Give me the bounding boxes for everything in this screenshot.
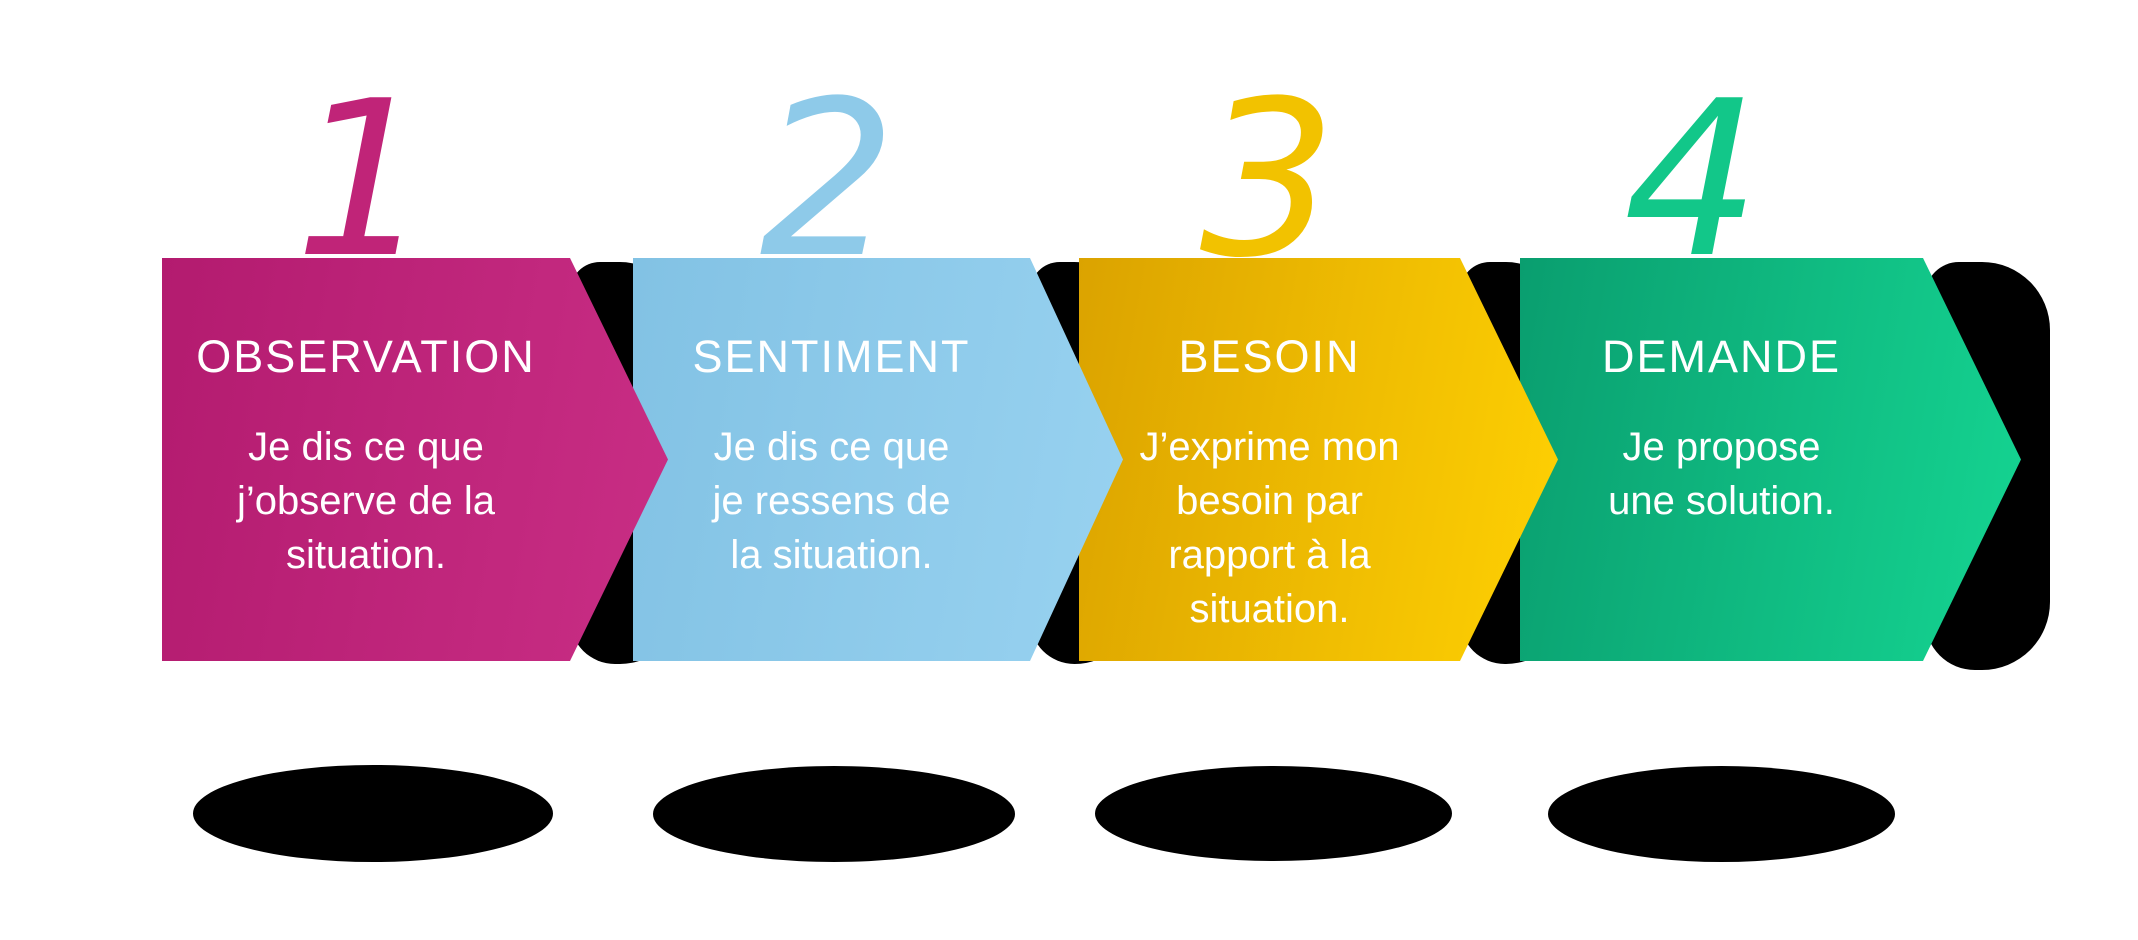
step-2-line-1: Je dis ce que xyxy=(713,425,950,469)
step-number-4: 4 xyxy=(1623,54,1761,305)
step-4-line-2: une solution. xyxy=(1608,479,1835,523)
step-2-labels: SENTIMENT Je dis ce que je ressens de la… xyxy=(633,258,1030,661)
ground-shadow-ellipse-3 xyxy=(1095,766,1452,861)
step-arrow-besoin: BESOIN J’exprime mon besoin par rapport … xyxy=(1079,258,1558,661)
step-number-3: 3 xyxy=(1199,54,1337,305)
step-3-description: J’exprime mon besoin par rapport à la si… xyxy=(1079,420,1460,636)
step-arrow-demande: DEMANDE Je propose une solution. xyxy=(1520,258,2021,661)
step-3-line-3: rapport à la xyxy=(1168,533,1371,577)
step-4-title: DEMANDE xyxy=(1601,331,1842,382)
step-3-labels: BESOIN J’exprime mon besoin par rapport … xyxy=(1079,258,1460,661)
step-2-description: Je dis ce que je ressens de la situation… xyxy=(633,420,1030,582)
step-2-line-3: la situation. xyxy=(730,533,933,577)
step-4-description: Je propose une solution. xyxy=(1520,420,1923,528)
step-4-line-1: Je propose xyxy=(1622,425,1821,469)
step-3-line-4: situation. xyxy=(1189,587,1350,631)
step-1-line-1: Je dis ce que xyxy=(248,425,484,469)
step-3-title: BESOIN xyxy=(1178,331,1361,382)
step-1-labels: OBSERVATION Je dis ce que j’observe de l… xyxy=(162,258,570,661)
step-number-1: 1 xyxy=(294,54,432,305)
step-arrow-sentiment: SENTIMENT Je dis ce que je ressens de la… xyxy=(633,258,1123,661)
step-3-line-2: besoin par xyxy=(1176,479,1363,523)
ground-shadow-ellipse-2 xyxy=(653,766,1015,862)
step-3-line-1: J’exprime mon xyxy=(1139,425,1400,469)
step-1-line-3: situation. xyxy=(285,533,447,577)
ground-shadow-ellipse-1 xyxy=(193,765,553,862)
step-2-line-2: je ressens de xyxy=(712,479,951,523)
ground-shadow-ellipse-4 xyxy=(1548,766,1895,862)
step-4-labels: DEMANDE Je propose une solution. xyxy=(1520,258,1923,661)
step-1-title: OBSERVATION xyxy=(196,331,536,382)
step-2-title: SENTIMENT xyxy=(692,331,971,382)
step-1-description: Je dis ce que j’observe de la situation. xyxy=(162,420,570,582)
step-1-line-2: j’observe de la xyxy=(237,479,495,523)
step-number-2: 2 xyxy=(759,54,897,305)
step-arrow-observation: OBSERVATION Je dis ce que j’observe de l… xyxy=(162,258,668,661)
